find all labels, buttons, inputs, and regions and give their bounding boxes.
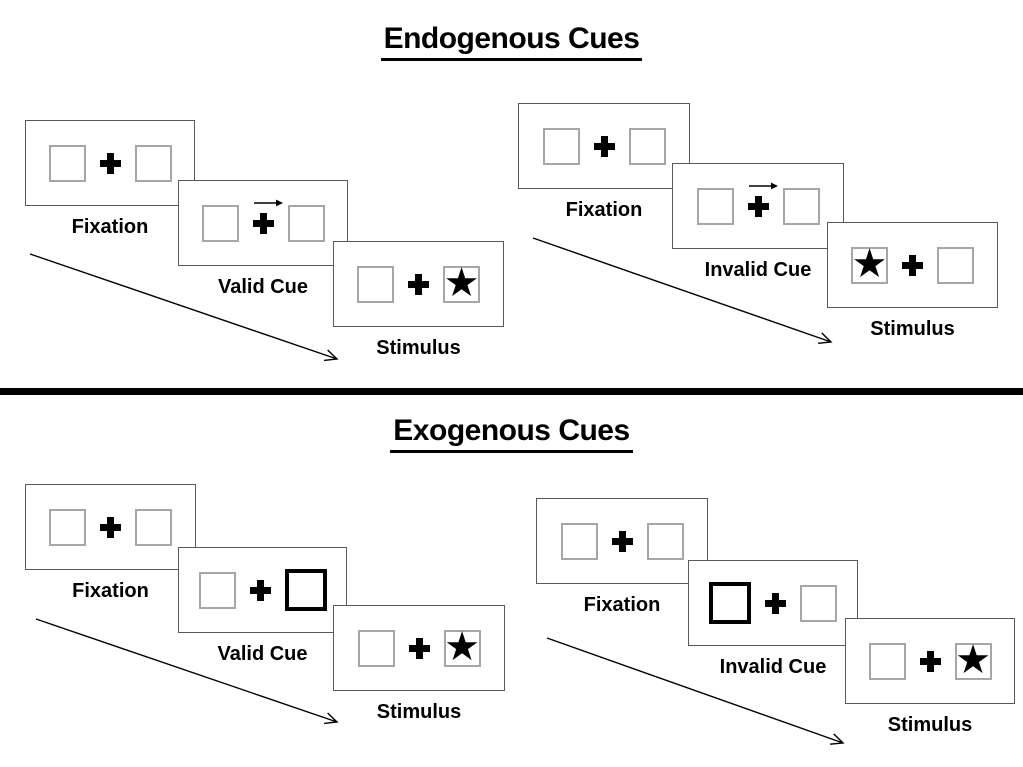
panel-exo-valid-fixation: Fixation (25, 484, 196, 603)
panel-label: Valid Cue (217, 276, 309, 298)
fixation-cross-icon (765, 592, 786, 614)
panel-label: Invalid Cue (719, 656, 827, 678)
panel-exo-valid-cue: Valid Cue (178, 547, 347, 666)
screen-fixation (25, 484, 196, 570)
fixation-cross-icon (99, 152, 121, 174)
target-box-left: ★ (851, 240, 888, 287)
placeholder-box-left (696, 187, 734, 225)
placeholder-box-left (868, 642, 906, 680)
section-divider (0, 388, 1023, 395)
fixation-cross-icon (249, 579, 271, 601)
panel-label: Stimulus (870, 318, 955, 340)
placeholder-box-left (542, 127, 580, 165)
section-title-endogenous: Endogenous Cues (0, 22, 1023, 61)
panel-exo-valid-stimulus: ★ Stimulus (333, 605, 505, 724)
fixation-cross-icon (611, 530, 633, 552)
star-icon: ★ (443, 259, 480, 306)
fixation-cross-icon (902, 254, 923, 276)
fixation-cross-icon (408, 273, 429, 295)
placeholder-box-left (560, 522, 598, 560)
section-title-exogenous: Exogenous Cues (0, 414, 1023, 453)
panel-label: Stimulus (887, 714, 973, 736)
timeline-arrow (532, 237, 833, 344)
target-box-right: ★ (443, 259, 480, 306)
timeline-arrow (29, 253, 339, 362)
placeholder-box-right (134, 144, 172, 182)
panel-label: Invalid Cue (704, 259, 812, 281)
panel-endo-invalid-stimulus: ★ Stimulus (827, 222, 998, 341)
right-arrow-icon (748, 182, 778, 189)
screen-stimulus: ★ (845, 618, 1015, 704)
star-icon: ★ (955, 636, 991, 683)
panel-exo-invalid-stimulus: ★ Stimulus (845, 618, 1015, 737)
panel-label: Fixation (565, 199, 643, 221)
star-icon: ★ (444, 623, 480, 670)
screen-stimulus: ★ (333, 241, 504, 327)
placeholder-box-left (201, 204, 239, 242)
panel-label: Fixation (71, 216, 149, 238)
placeholder-box-left (48, 144, 86, 182)
right-arrow-icon (253, 199, 283, 206)
panel-endo-valid-fixation: Fixation (25, 120, 195, 239)
placeholder-box-right (937, 246, 974, 284)
timeline-arrow (35, 618, 339, 725)
placeholder-box-right (646, 522, 684, 560)
screen-cue (178, 180, 348, 266)
fixation-cross-icon (593, 135, 615, 157)
target-box-right: ★ (443, 623, 481, 670)
panel-label: Fixation (583, 594, 661, 616)
screen-cue (178, 547, 347, 633)
placeholder-box-right (287, 204, 325, 242)
fixation-cross-icon (747, 182, 778, 217)
section-title-text: Exogenous Cues (390, 414, 633, 453)
placeholder-box-left (357, 265, 394, 303)
fixation-cross-icon (252, 199, 283, 234)
screen-stimulus: ★ (827, 222, 998, 308)
panel-endo-valid-cue: Valid Cue (178, 180, 348, 299)
screen-cue (688, 560, 858, 646)
placeholder-box-left (357, 629, 395, 667)
cue-box-left (709, 582, 751, 624)
panel-exo-invalid-cue: Invalid Cue (688, 560, 858, 679)
placeholder-box-right (628, 127, 666, 165)
timeline-arrow (546, 637, 845, 745)
screen-fixation (518, 103, 690, 189)
panel-endo-invalid-fixation: Fixation (518, 103, 690, 222)
panel-label: Stimulus (376, 337, 461, 359)
fixation-cross-icon (100, 516, 121, 538)
panel-label: Valid Cue (217, 643, 308, 665)
fixation-cross-icon (919, 650, 941, 672)
panel-label: Fixation (72, 580, 149, 602)
target-box-right: ★ (954, 636, 992, 683)
placeholder-box-right (135, 508, 172, 546)
star-icon: ★ (851, 240, 888, 287)
fixation-cross-icon (408, 637, 430, 659)
placeholder-box-left (49, 508, 86, 546)
screen-stimulus: ★ (333, 605, 505, 691)
panel-endo-invalid-cue: Invalid Cue (672, 163, 844, 282)
screen-fixation (25, 120, 195, 206)
panel-exo-invalid-fixation: Fixation (536, 498, 708, 617)
placeholder-box-right (782, 187, 820, 225)
screen-fixation (536, 498, 708, 584)
cue-box-right (284, 569, 327, 611)
panel-label: Stimulus (376, 701, 462, 723)
placeholder-box-left (198, 571, 236, 609)
section-title-text: Endogenous Cues (380, 22, 643, 61)
panel-endo-valid-stimulus: ★ Stimulus (333, 241, 504, 360)
screen-cue (672, 163, 844, 249)
placeholder-box-right (800, 584, 837, 622)
